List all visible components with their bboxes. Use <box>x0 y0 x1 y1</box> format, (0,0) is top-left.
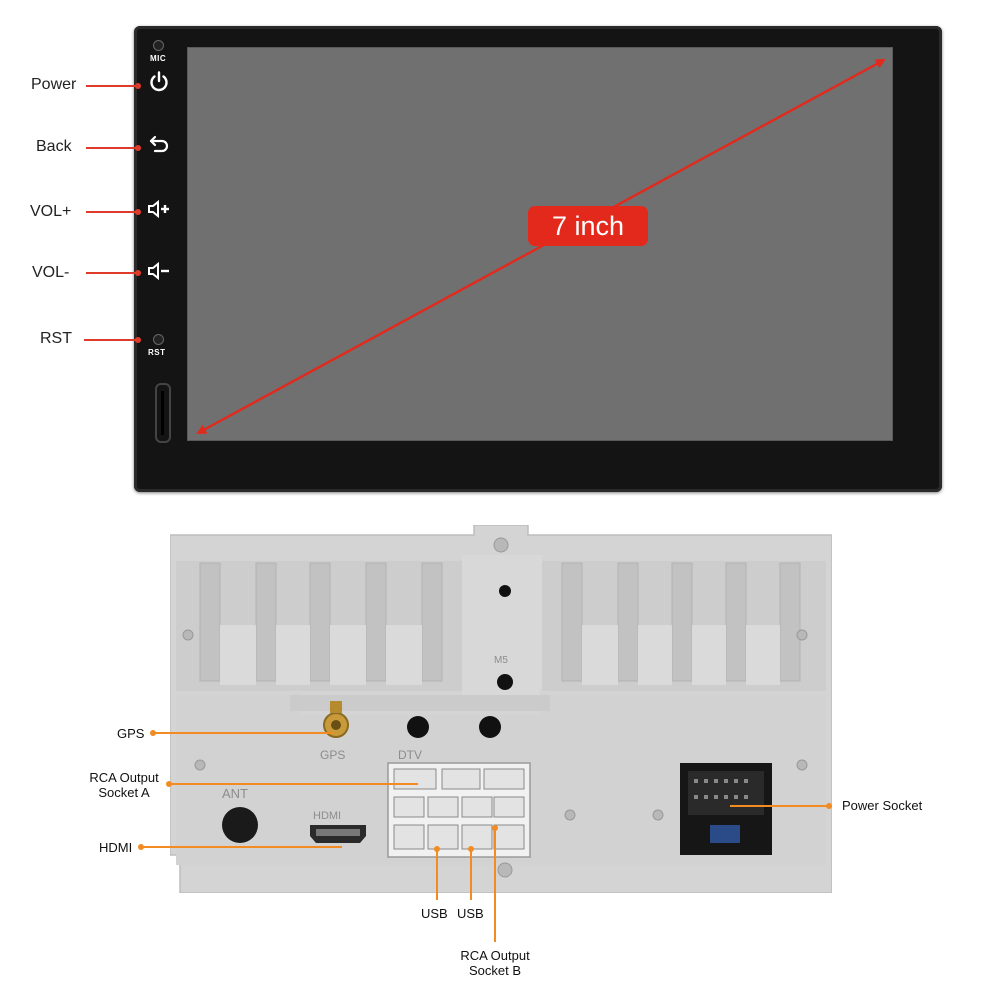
rst-small-label: RST <box>148 348 166 357</box>
vol-up-leader-line <box>86 209 141 215</box>
callout-usb-2: USB <box>457 906 484 921</box>
mic-hole <box>153 40 164 51</box>
callout-hdmi-dot <box>138 844 144 850</box>
callout-usb-1: USB <box>421 906 448 921</box>
mic-label: MIC <box>150 54 167 63</box>
panel-text-gps: GPS <box>320 748 346 762</box>
volume-down-icon[interactable] <box>147 259 171 283</box>
callout-rca-a-line2: Socket A <box>98 785 150 800</box>
callout-usb-2-dot <box>468 846 474 852</box>
rst-leader-line <box>84 337 141 343</box>
callout-gps: GPS <box>117 726 145 741</box>
panel-text-ant: ANT <box>222 786 248 801</box>
volume-up-icon[interactable] <box>147 197 171 221</box>
callout-rca-a-dot <box>166 781 172 787</box>
screen-diagonal-arrow <box>196 58 886 435</box>
callout-power-socket: Power Socket <box>842 798 923 813</box>
panel-text-m5: M5 <box>494 655 508 666</box>
callout-gps-line <box>154 732 334 734</box>
panel-text-hdmi: HDMI <box>313 810 342 822</box>
rst-label: RST <box>40 330 72 347</box>
callout-rca-a: RCA Output Socket A <box>84 770 164 800</box>
vol-down-label: VOL- <box>32 264 70 281</box>
vol-up-label: VOL+ <box>30 203 72 220</box>
panel-text-dtv: DTV <box>398 748 422 762</box>
screen-size-badge: 7 inch <box>528 206 648 246</box>
callout-power-dot <box>826 803 832 809</box>
callout-usb-1-line <box>436 848 438 900</box>
sd-card-slot[interactable] <box>155 383 171 443</box>
back-leader-line <box>86 145 141 151</box>
callout-rca-b-line2: Socket B <box>468 963 522 978</box>
back-arrow-icon[interactable] <box>147 132 171 156</box>
vol-down-leader-line <box>86 270 141 276</box>
reset-hole[interactable] <box>153 334 164 345</box>
power-label: Power <box>31 76 77 93</box>
callout-usb-2-line <box>470 848 472 900</box>
callout-rca-b-dot <box>492 825 498 831</box>
rear-chassis <box>170 525 832 893</box>
back-label: Back <box>36 138 72 155</box>
callout-rca-b: RCA Output Socket B <box>454 948 536 978</box>
callout-rca-b-line <box>494 827 496 942</box>
callout-rca-a-line <box>170 783 418 785</box>
callout-hdmi: HDMI <box>99 840 133 855</box>
callout-hdmi-line <box>142 846 342 848</box>
power-leader-line <box>86 83 141 89</box>
callout-usb-1-dot <box>434 846 440 852</box>
power-icon[interactable] <box>147 70 171 94</box>
callout-rca-b-line1: RCA Output <box>460 948 530 963</box>
callout-power-line <box>730 805 828 807</box>
callout-rca-a-line1: RCA Output <box>89 770 159 785</box>
callout-gps-dot <box>150 730 156 736</box>
